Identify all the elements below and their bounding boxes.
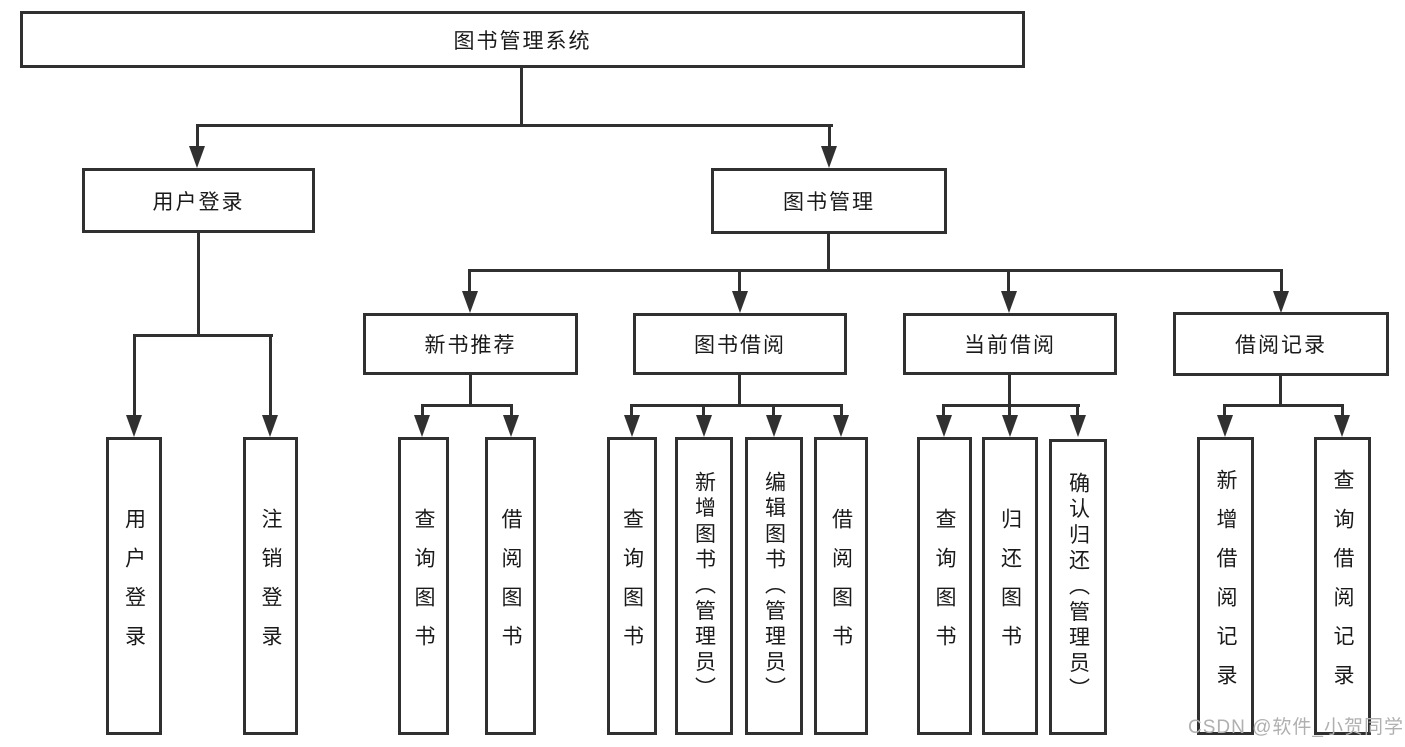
connector-line: [1341, 404, 1344, 418]
leaf-label: 查询图书: [620, 508, 644, 664]
leaf-query-books-current: 查询图书: [917, 437, 972, 735]
connector-line: [1223, 404, 1344, 407]
node-label: 图书管理系统: [453, 29, 592, 53]
connector-line: [1007, 269, 1010, 293]
connector-line: [1279, 376, 1282, 407]
arrowhead-down-icon: [1334, 415, 1350, 437]
node-label: 用户登录: [152, 190, 245, 214]
arrowhead-down-icon: [821, 146, 837, 168]
leaf-edit-books-admin: 编辑图书（管理员）: [745, 437, 803, 735]
arrowhead-down-icon: [503, 415, 519, 437]
arrowhead-down-icon: [732, 291, 748, 313]
arrowhead-down-icon: [414, 415, 430, 437]
node-label: 当前借阅: [964, 334, 1056, 357]
connector-line: [196, 124, 833, 127]
csdn-watermark: CSDN @软件_小贺同学: [1188, 717, 1404, 738]
connector-line: [630, 404, 633, 418]
connector-line: [772, 404, 775, 418]
node-label: 图书管理: [783, 191, 875, 214]
node-label: 图书借阅: [694, 334, 786, 357]
arrowhead-down-icon: [1070, 415, 1086, 437]
leaf-add-books-admin: 新增图书（管理员）: [675, 437, 733, 735]
leaf-label: 查询图书: [933, 508, 956, 664]
leaf-label: 查询图书: [412, 508, 435, 664]
connector-line: [1280, 269, 1283, 293]
leaf-label: 注销登录: [259, 508, 282, 664]
connector-line: [133, 334, 136, 417]
leaf-logout: 注销登录: [243, 437, 298, 735]
connector-line: [520, 68, 523, 126]
arrowhead-down-icon: [1273, 291, 1289, 313]
leaf-add-borrow-record: 新增借阅记录: [1197, 437, 1254, 735]
leaf-label: 查询借阅记录: [1331, 469, 1354, 703]
arrowhead-down-icon: [624, 415, 640, 437]
connector-line: [1008, 375, 1011, 407]
arrowhead-down-icon: [833, 415, 849, 437]
connector-line: [702, 404, 705, 418]
connector-line: [510, 404, 513, 418]
connector-line: [738, 269, 741, 293]
connector-line: [468, 269, 1283, 272]
node-label: 新书推荐: [424, 334, 517, 357]
leaf-label: 归还图书: [998, 508, 1022, 664]
leaf-query-borrow-record: 查询借阅记录: [1314, 437, 1371, 735]
connector-line: [1076, 404, 1079, 418]
leaf-label: 编辑图书（管理员）: [762, 470, 786, 702]
leaf-confirm-return-admin: 确认归还（管理员）: [1049, 439, 1107, 735]
node-current-borrow: 当前借阅: [903, 313, 1117, 375]
arrowhead-down-icon: [462, 291, 478, 313]
connector-line: [468, 269, 471, 293]
leaf-query-books-recommend: 查询图书: [398, 437, 449, 735]
connector-line: [630, 404, 843, 407]
leaf-user-login: 用户登录: [106, 437, 162, 735]
arrowhead-down-icon: [189, 146, 205, 168]
leaf-query-books-borrow: 查询图书: [607, 437, 657, 735]
connector-line: [828, 124, 831, 148]
leaf-label: 确认归还（管理员）: [1066, 471, 1090, 703]
connector-line: [421, 404, 513, 407]
node-library-management-system: 图书管理系统: [20, 11, 1025, 68]
connector-line: [942, 404, 945, 418]
connector-line: [469, 375, 472, 407]
arrowhead-down-icon: [262, 415, 278, 437]
leaf-return-books: 归还图书: [982, 437, 1038, 735]
connector-line: [196, 124, 199, 148]
node-borrow-records: 借阅记录: [1173, 312, 1389, 376]
node-book-borrow: 图书借阅: [633, 313, 847, 375]
connector-line: [840, 404, 843, 418]
node-user-login: 用户登录: [82, 168, 315, 233]
leaf-label: 借阅图书: [829, 508, 853, 664]
leaf-borrow-books-recommend: 借阅图书: [485, 437, 536, 735]
leaf-label: 新增借阅记录: [1214, 469, 1237, 703]
arrowhead-down-icon: [766, 415, 782, 437]
arrowhead-down-icon: [936, 415, 952, 437]
connector-line: [269, 334, 272, 417]
arrowhead-down-icon: [1002, 415, 1018, 437]
leaf-label: 用户登录: [122, 508, 146, 664]
arrowhead-down-icon: [126, 415, 142, 437]
connector-line: [942, 404, 1080, 407]
arrowhead-down-icon: [696, 415, 712, 437]
arrowhead-down-icon: [1217, 415, 1233, 437]
connector-line: [1223, 404, 1226, 418]
connector-line: [197, 233, 200, 337]
arrowhead-down-icon: [1001, 291, 1017, 313]
connector-line: [1008, 404, 1011, 418]
connector-line: [827, 234, 830, 272]
connector-line: [421, 404, 424, 418]
leaf-borrow-books: 借阅图书: [814, 437, 868, 735]
node-label: 借阅记录: [1235, 334, 1327, 357]
node-new-book-recommend: 新书推荐: [363, 313, 578, 375]
leaf-label: 借阅图书: [499, 508, 522, 664]
connector-line: [738, 375, 741, 407]
connector-line: [133, 334, 273, 337]
leaf-label: 新增图书（管理员）: [692, 470, 716, 702]
node-book-management: 图书管理: [711, 168, 947, 234]
